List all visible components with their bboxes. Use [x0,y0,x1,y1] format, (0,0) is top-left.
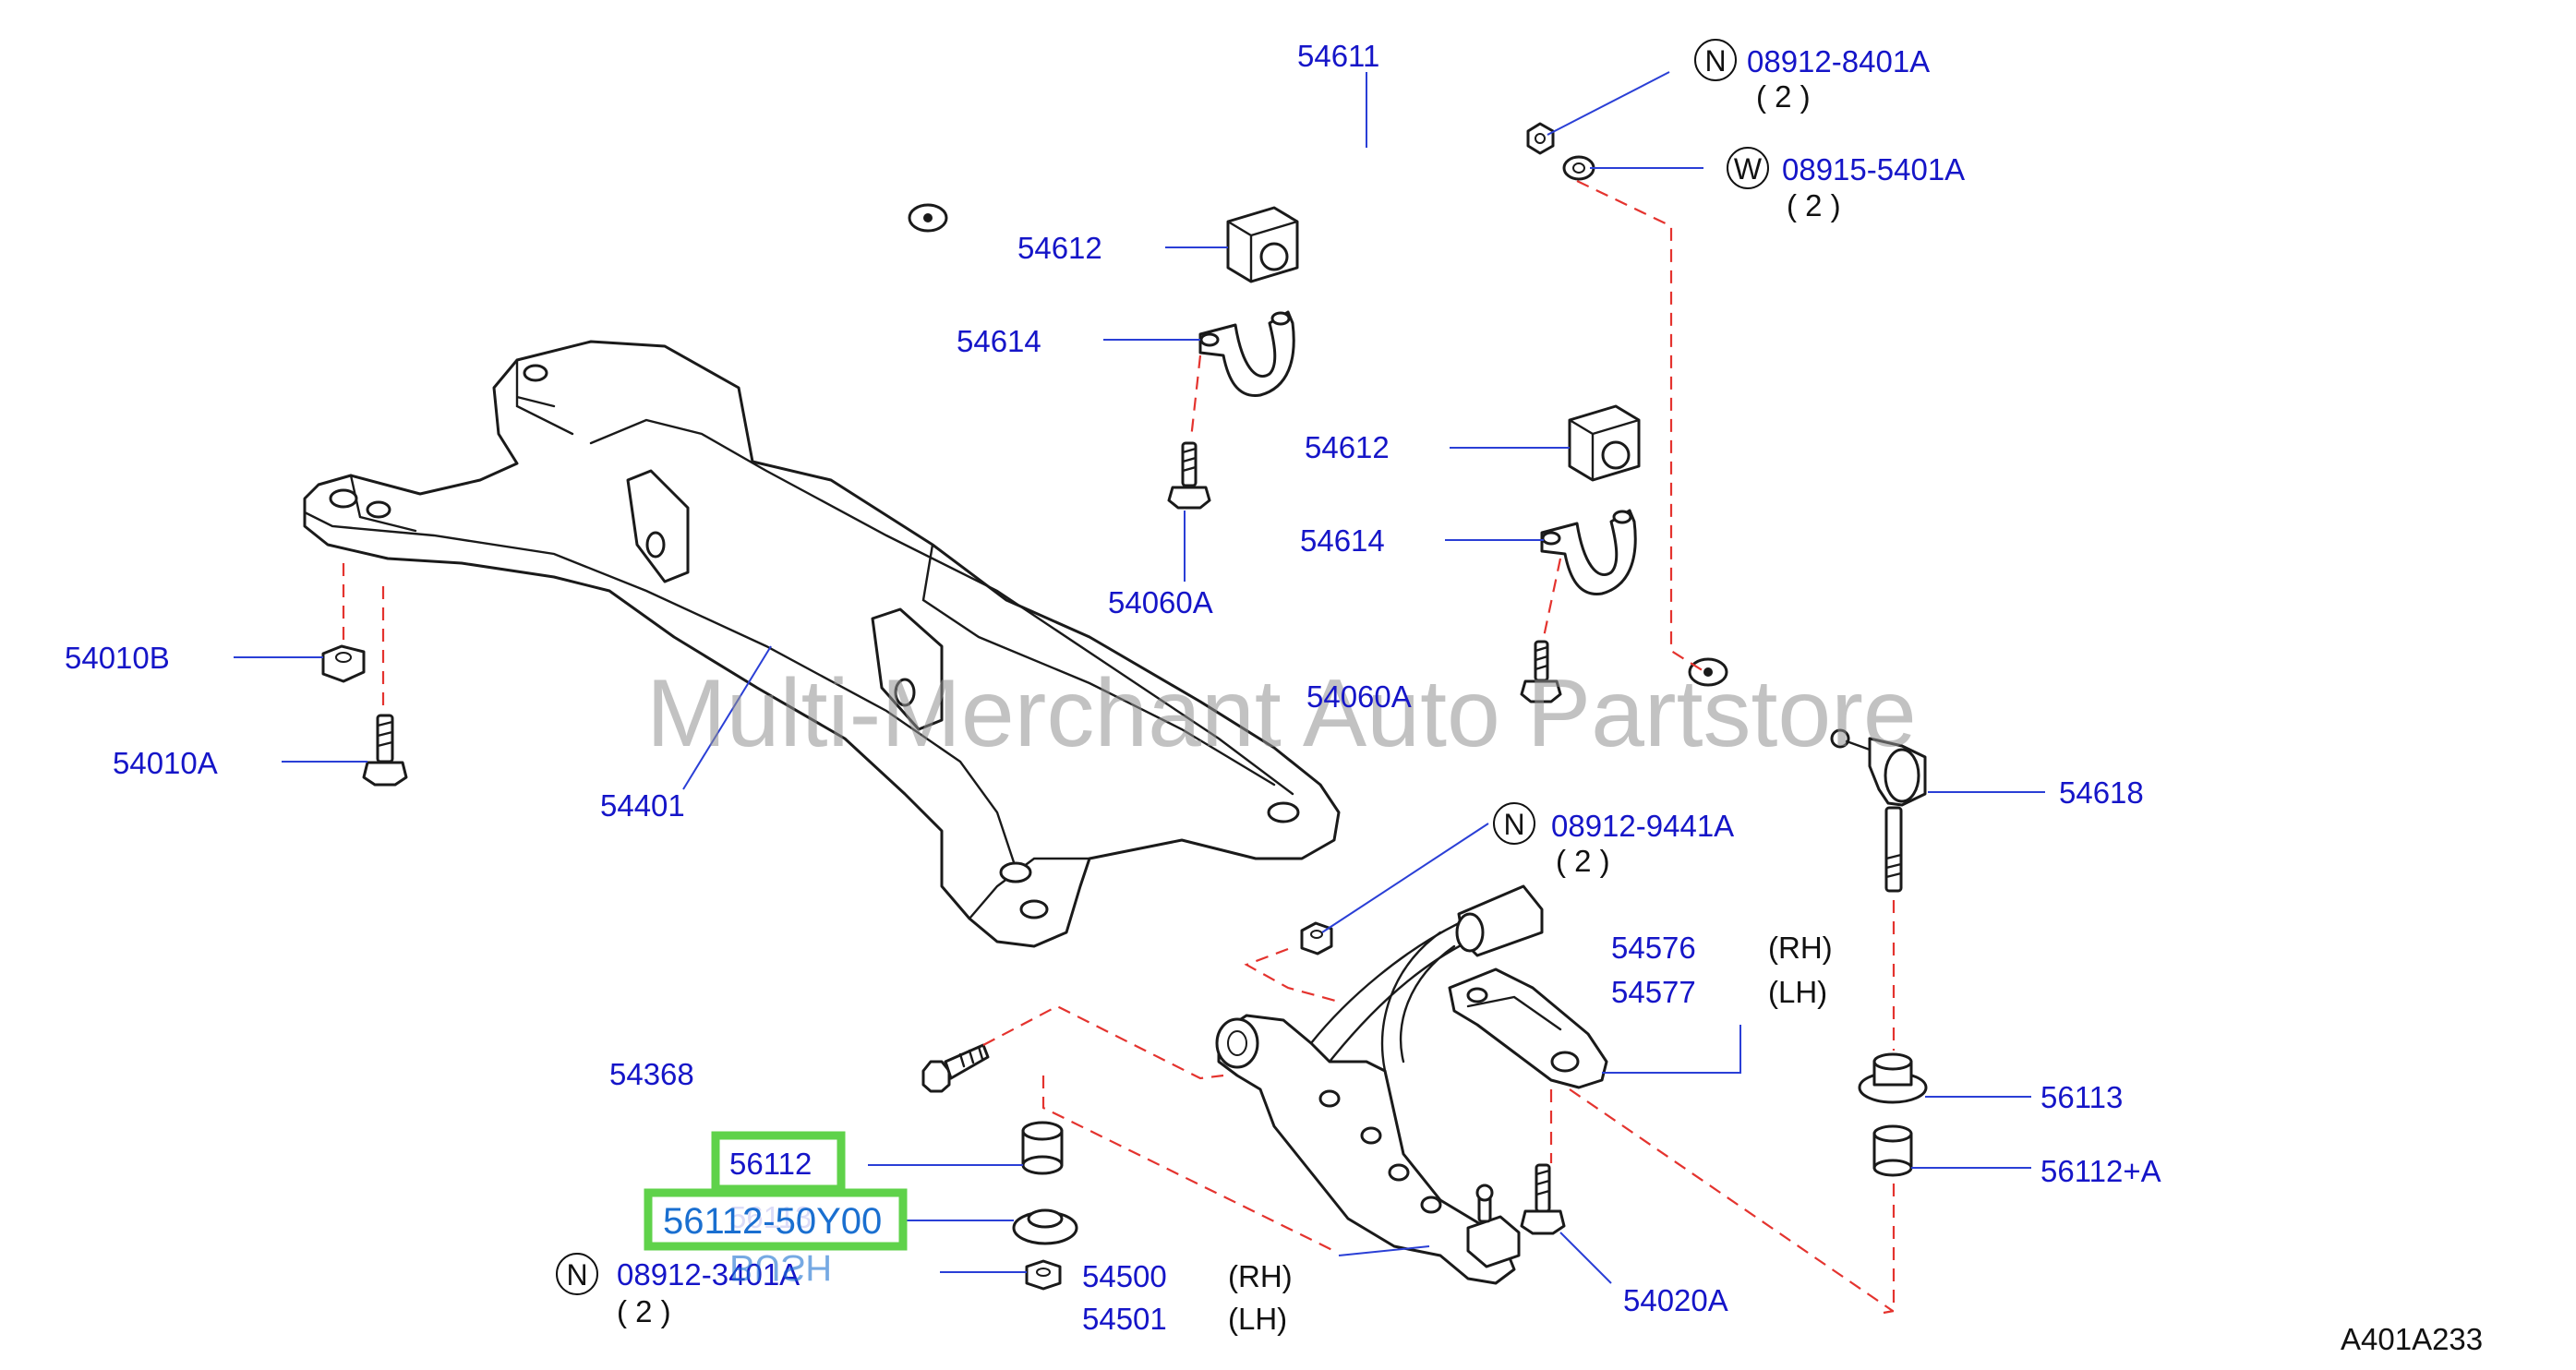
label-08915-5401A[interactable]: 08915-5401A [1782,152,1965,186]
label-54614-lower[interactable]: 54614 [1300,523,1385,558]
label-08912-9441A[interactable]: 08912-9441A [1551,809,1734,843]
label-54010A[interactable]: 54010A [113,746,218,780]
nut-marker-lower [556,1253,598,1295]
label-54368[interactable]: 54368 [609,1057,694,1091]
assembly-lines [342,180,1896,1315]
diagram-code: A401A233 [2341,1322,2483,1356]
tooltip-part-name: BUSH [729,1247,832,1288]
label-54618[interactable]: 54618 [2059,775,2144,810]
tooltip-highlight [644,1188,908,1251]
side-lh-arm: (LH) [1228,1302,1287,1336]
member-nut[interactable] [321,644,366,683]
side-lh-bracket: (LH) [1768,975,1827,1009]
transverse-link[interactable] [1215,884,1544,1285]
part-labels: 54611 N 08912-8401A ( 2 ) W 08915-5401A … [65,39,2483,1356]
label-54612-lower[interactable]: 54612 [1305,430,1390,464]
clamp-bolt-upper[interactable] [1167,441,1211,510]
member-bolt[interactable] [362,714,408,787]
side-rh-bracket: (RH) [1768,931,1833,965]
washer-marker [1727,147,1769,189]
link-bushing-washer-left[interactable] [1012,1208,1078,1245]
label-56113-right[interactable]: 56113 [2040,1080,2123,1114]
leader-lines [234,71,2045,1284]
qty-washer: ( 2 ) [1787,188,1841,222]
label-54060A-upper[interactable]: 54060A [1108,585,1213,619]
nut-marker-middle [1493,802,1535,845]
lower-nut[interactable] [1025,1259,1062,1291]
link-bushing-washer-right[interactable] [1858,1052,1928,1104]
bushing-clamp-upper[interactable] [1198,310,1295,397]
qty-middle-nut: ( 2 ) [1556,844,1610,878]
label-08912-8401A-top[interactable]: 08912-8401A [1747,44,1930,78]
part-tooltip: 56112-50Y00 BUSH [644,1188,908,1288]
nut-marker-top [1694,39,1737,81]
link-bracket[interactable] [1448,967,1608,1089]
label-54020A[interactable]: 54020A [1623,1283,1728,1317]
label-54576[interactable]: 54576 [1611,931,1696,965]
label-56112-left[interactable]: 56112 [729,1147,812,1181]
label-54500[interactable]: 54500 [1082,1259,1167,1293]
bushing-clamp-lower[interactable] [1540,509,1637,595]
stabilizer-bushing-upper[interactable] [1226,206,1299,283]
side-rh-arm: (RH) [1228,1259,1293,1293]
label-54010B[interactable]: 54010B [65,641,170,675]
nut-marker-middle-text: N [1503,808,1524,841]
stabilizer-connecting-rod[interactable] [1830,728,1927,893]
link-bush-left[interactable] [1021,1121,1064,1175]
top-nut[interactable] [1526,122,1555,155]
qty-top-nut: ( 2 ) [1756,79,1811,114]
nut-marker-top-text: N [1704,44,1726,78]
label-54577[interactable]: 54577 [1611,975,1696,1009]
label-54612-upper[interactable]: 54612 [1017,231,1102,265]
bracket-bolt[interactable] [1520,1163,1566,1235]
tooltip-background [648,1193,903,1246]
washer-marker-text: W [1734,152,1763,186]
label-54614-upper[interactable]: 54614 [957,324,1041,358]
arm-mounting-bolt[interactable] [921,1043,990,1093]
label-54060A-lower[interactable]: 54060A [1306,679,1412,714]
watermark: Multi-Merchant Auto Partstore [646,660,1917,767]
link-bush-right[interactable] [1872,1124,1913,1177]
middle-nut[interactable] [1300,921,1333,955]
stabilizer-bushing-lower[interactable] [1568,404,1641,482]
label-54401[interactable]: 54401 [600,788,685,823]
qty-lower-nut: ( 2 ) [617,1294,671,1328]
label-54611[interactable]: 54611 [1297,39,1379,73]
label-08912-3401A[interactable]: 08912-3401A [617,1257,800,1292]
label-56112-right[interactable]: 56112+A [2040,1154,2161,1188]
tooltip-part-number: 56112-50Y00 [663,1201,882,1242]
nut-marker-lower-text: N [566,1258,587,1292]
stabilizer-bar[interactable] [908,93,2044,687]
top-washer[interactable] [1562,155,1595,181]
front-suspension-member[interactable] [303,340,1341,948]
label-54501[interactable]: 54501 [1082,1302,1167,1336]
clamp-bolt-lower[interactable] [1520,640,1562,703]
